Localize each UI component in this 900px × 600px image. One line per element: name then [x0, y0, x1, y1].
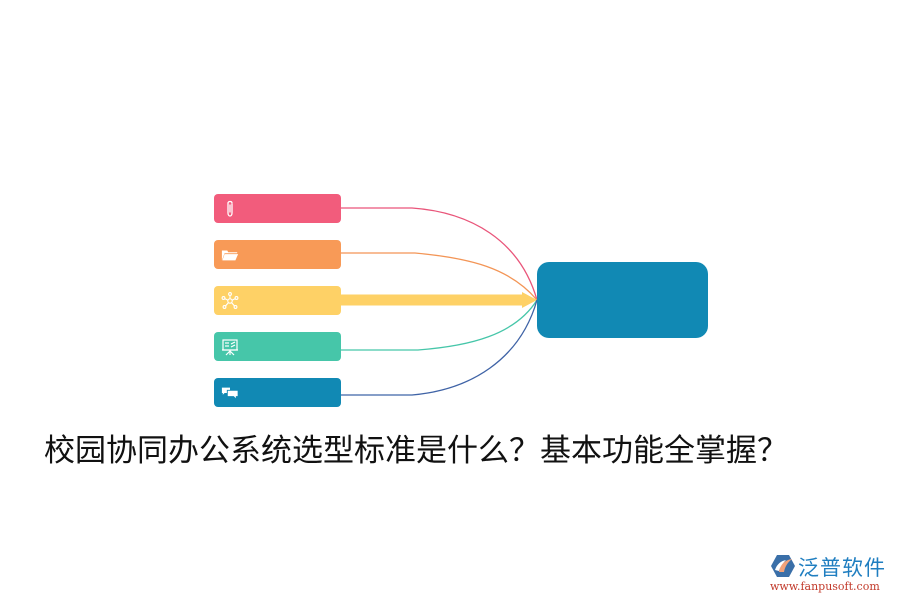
connector-folder	[341, 252, 538, 301]
paperclip-icon	[221, 200, 239, 218]
node-presentation[interactable]	[214, 332, 341, 361]
network-icon	[221, 291, 239, 310]
fanpu-logo-icon	[770, 554, 796, 578]
presentation-board-icon	[221, 338, 239, 356]
node-network[interactable]	[214, 286, 341, 315]
central-hub-node[interactable]	[537, 262, 708, 338]
chat-bubbles-icon	[221, 384, 239, 402]
arrow-head-icon	[522, 292, 537, 308]
brand-url: www.fanpusoft.com	[770, 580, 880, 593]
connector-presentation	[341, 299, 538, 351]
page-title: 校园协同办公系统选型标准是什么？基本功能全掌握？	[44, 433, 788, 469]
brand-name: 泛普软件	[798, 556, 886, 580]
brand-logo: 泛普软件 www.fanpusoft.com	[768, 552, 898, 596]
connector-attachment	[341, 207, 538, 301]
node-chat[interactable]	[214, 378, 341, 407]
node-folder[interactable]	[214, 240, 341, 269]
node-attachment[interactable]	[214, 194, 341, 223]
connector-chat	[341, 299, 538, 396]
folder-open-icon	[221, 246, 239, 264]
